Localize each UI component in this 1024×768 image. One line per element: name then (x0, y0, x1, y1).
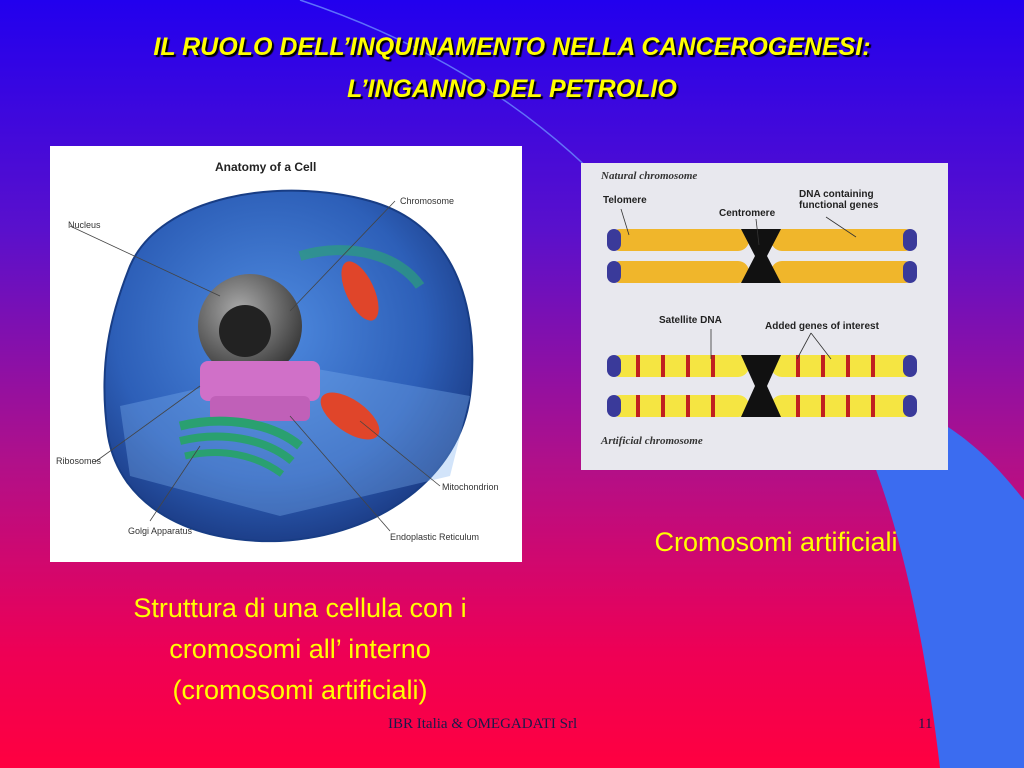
label-dna-functional-line2: functional genes (799, 200, 879, 211)
caption-cell-line2: cromosomi all’ interno (169, 634, 431, 664)
label-telomere: Telomere (603, 195, 647, 206)
caption-artificial-chromosomes: Cromosomi artificiali (654, 527, 898, 557)
label-added-genes: Added genes of interest (765, 321, 879, 332)
label-centromere: Centromere (719, 208, 776, 219)
cell-anatomy-figure: Anatomy of a Cell Nucleus Chromosome Rib… (50, 146, 522, 562)
label-chromosome: Chromosome (400, 196, 455, 206)
caption-cell-structure: Struttura di una cellula con i cromosomi… (40, 588, 560, 711)
label-golgi: Golgi Apparatus (128, 526, 193, 536)
caption-cell-line3: (cromosomi artificiali) (172, 675, 428, 705)
label-endoplasmic-reticulum: Endoplastic Reticulum (390, 532, 480, 542)
label-dna-functional-line1: DNA containing (799, 189, 874, 200)
slide-title-line2: L’INGANNO DEL PETROLIO (347, 75, 677, 103)
label-nucleus: Nucleus (68, 220, 101, 230)
footer-page-number: 11 (918, 716, 933, 732)
footer-company: IBR Italia & OMEGADATI Srl (388, 716, 578, 732)
label-ribosomes: Ribosomes (56, 456, 102, 466)
cell-illustration (69, 189, 474, 543)
label-mitochondrion: Mitochondrion (442, 482, 499, 492)
slide-title: IL RUOLO DELL’INQUINAMENTO NELLA CANCERO… (40, 26, 984, 110)
chromosome-figure: Natural chromosome Telomere Centromere D… (581, 163, 948, 470)
chromosome-illustration (607, 208, 917, 417)
caption-cell-line1: Struttura di una cellula con i (133, 593, 467, 623)
natural-chromosome-heading: Natural chromosome (601, 170, 698, 182)
artificial-chromosome-heading: Artificial chromosome (601, 435, 703, 447)
label-satellite-dna: Satellite DNA (659, 315, 722, 326)
slide-title-line1: IL RUOLO DELL’INQUINAMENTO NELLA CANCERO… (153, 33, 871, 61)
label-dna-functional: DNA containing functional genes (799, 189, 878, 211)
cell-figure-heading: Anatomy of a Cell (215, 160, 317, 174)
